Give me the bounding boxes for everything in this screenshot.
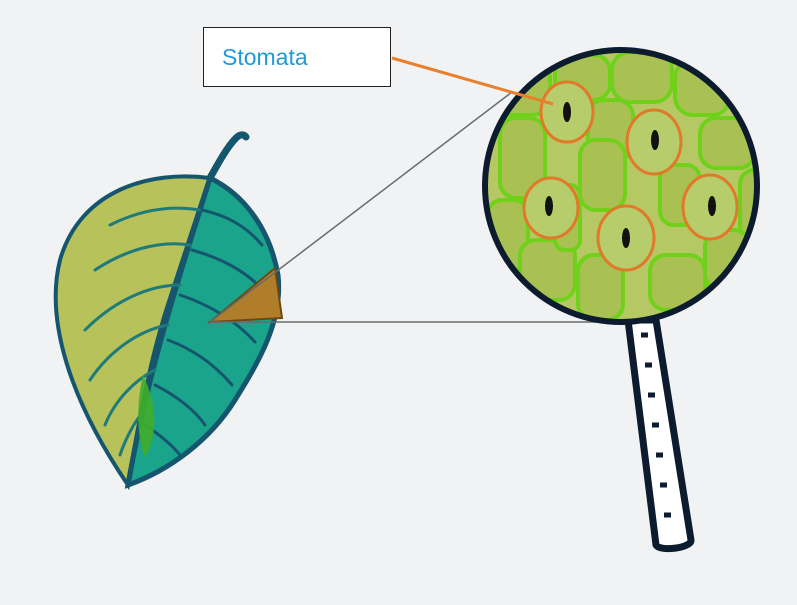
stomata-label-box: Stomata [203,27,391,87]
leaf [56,135,282,485]
stomata-label: Stomata [222,44,308,71]
magnifier-lens [485,50,775,322]
leaf-stem [210,135,246,178]
stomata-pointer [392,58,553,104]
magnifier-handle [628,320,691,549]
